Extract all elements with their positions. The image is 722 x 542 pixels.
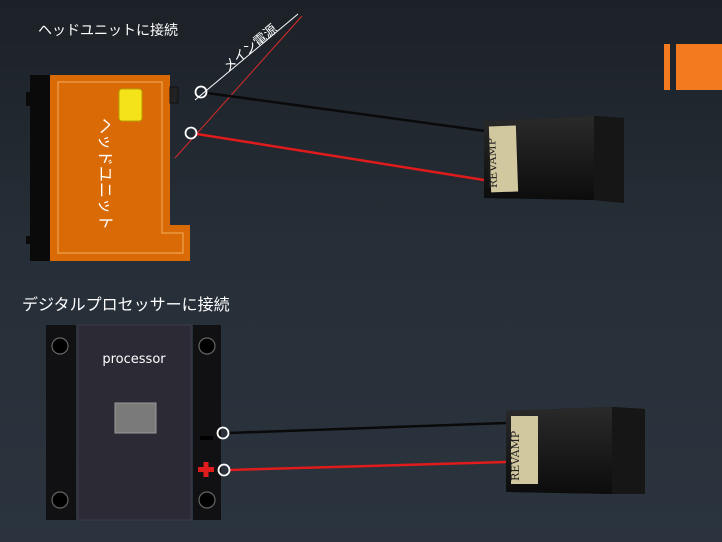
amp-top-brand: REVAMP bbox=[485, 137, 500, 188]
wire-negative-bottom bbox=[227, 421, 507, 435]
head-unit: ヘッドユニット bbox=[26, 75, 190, 261]
wire-negative-top bbox=[206, 91, 486, 133]
amp-top-label-plate bbox=[488, 125, 519, 193]
processor-right-rail bbox=[193, 325, 221, 520]
main-power-label: メイン電源 bbox=[221, 22, 280, 75]
processor-mount-hole-tr bbox=[198, 337, 216, 355]
processor-left-rail bbox=[46, 325, 76, 520]
head-unit-body bbox=[50, 75, 190, 261]
processor-display bbox=[114, 402, 157, 434]
head-unit-connector bbox=[169, 86, 179, 104]
terminal-positive-top bbox=[184, 126, 198, 140]
head-unit-knob-bottom bbox=[26, 236, 32, 244]
amp-bottom-brand: REVAMP bbox=[509, 430, 522, 481]
head-unit-knob-top bbox=[26, 92, 32, 106]
amp-top-side bbox=[594, 116, 624, 203]
head-unit-label: ヘッドユニット bbox=[96, 118, 115, 230]
processor-label: processor bbox=[102, 352, 166, 367]
head-unit-faceplate bbox=[30, 75, 50, 261]
slide-accent-bar bbox=[664, 44, 722, 90]
terminal-negative-top bbox=[194, 85, 208, 99]
section-title-head-unit: ヘッドユニットに接続 bbox=[38, 23, 178, 39]
wire-positive-top bbox=[196, 132, 485, 182]
processor-body bbox=[77, 324, 192, 521]
accent-bar-thick bbox=[676, 44, 722, 90]
amp-bottom-side bbox=[612, 407, 645, 494]
head-unit-chip bbox=[118, 88, 143, 122]
processor-mount-hole-bl bbox=[51, 491, 69, 509]
wire-positive-bottom bbox=[228, 460, 507, 472]
terminal-negative-bottom bbox=[216, 426, 230, 440]
terminal-positive-bottom bbox=[217, 463, 231, 477]
main-power-line-white bbox=[194, 13, 299, 101]
amplifier-bottom: REVAMP bbox=[506, 407, 645, 494]
amp-bottom-label-plate bbox=[511, 416, 538, 484]
processor-mount-hole-tl bbox=[51, 337, 69, 355]
positive-polarity-icon-v bbox=[203, 462, 209, 477]
processor-mount-hole-br bbox=[198, 491, 216, 509]
processor-unit: processor bbox=[46, 324, 221, 521]
amplifier-top: REVAMP bbox=[484, 116, 624, 203]
head-unit-inner-outline bbox=[57, 81, 184, 254]
negative-polarity-icon bbox=[200, 436, 213, 440]
accent-bar-thin bbox=[664, 44, 670, 90]
section-title-processor: デジタルプロセッサーに接続 bbox=[22, 295, 230, 314]
